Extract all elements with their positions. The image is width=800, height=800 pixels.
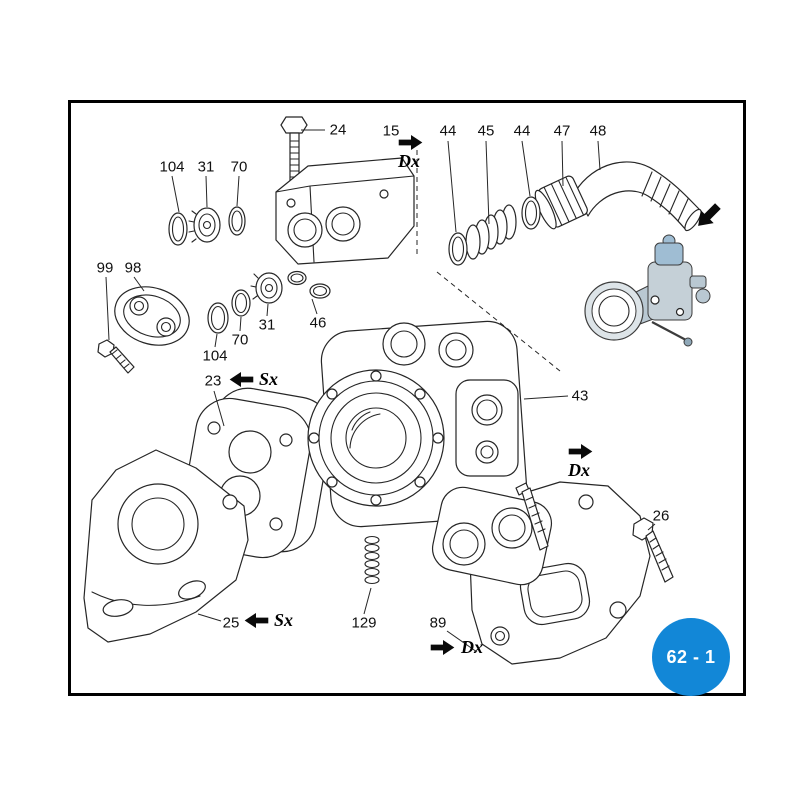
direction-marker-23-sx: Sx [228, 369, 278, 390]
direction-marker-mid-dx: Dx [568, 443, 594, 481]
seal-set-mid [207, 270, 331, 334]
spring-129-part [364, 535, 380, 585]
sx-arrow-icon [229, 371, 254, 388]
part-label-99: 99 [96, 259, 114, 277]
dx-arrow-icon [568, 443, 593, 460]
screw-99-part [97, 339, 135, 374]
direction-label-sx: Sx [259, 369, 279, 389]
part-label-26: 26 [652, 507, 670, 525]
manifold-block-part [275, 157, 415, 265]
part-label-89: 89 [429, 614, 447, 632]
part-label-43: 43 [571, 387, 589, 405]
part-label-98: 98 [124, 259, 142, 277]
part-label-70a: 70 [230, 158, 248, 176]
sx-arrow-icon [244, 612, 269, 629]
dashed-reference-lines [416, 150, 561, 372]
part-label-46: 46 [309, 314, 327, 332]
part-label-31b: 31 [258, 316, 276, 334]
direction-label-dx: Dx [461, 637, 483, 657]
page-number: 62 - 1 [666, 646, 716, 667]
flange-98-part [114, 286, 190, 346]
part-label-15: 15 [382, 122, 400, 140]
direction-marker-25-sx: Sx [243, 610, 293, 631]
part-label-45: 45 [477, 122, 495, 140]
part-label-47: 47 [553, 122, 571, 140]
part-label-44a: 44 [439, 122, 457, 140]
dx-arrow-icon [430, 639, 455, 656]
pump-body-part [307, 320, 528, 528]
part-label-104b: 104 [202, 347, 228, 365]
valve-seal-group-top [168, 206, 246, 246]
hose-assembly-part [448, 161, 702, 266]
left-bracket-part [83, 449, 249, 643]
direction-label-sx: Sx [274, 610, 294, 630]
part-label-48: 48 [589, 122, 607, 140]
direction-marker-89-dx: Dx [430, 637, 483, 658]
insert-direction-arrow-icon [698, 203, 721, 226]
dx-arrow-icon [398, 134, 423, 151]
leader-lines [105, 129, 656, 653]
part-label-23: 23 [204, 372, 222, 390]
carburetor-assembly-part [584, 234, 711, 347]
part-label-70b: 70 [231, 331, 249, 349]
valve-sleeve-part [431, 482, 553, 586]
part-label-31a: 31 [197, 158, 215, 176]
part-label-44b: 44 [513, 122, 531, 140]
part-label-129: 129 [351, 614, 377, 632]
page-number-badge: 62 - 1 [652, 618, 730, 696]
direction-marker-top-dx: Dx [398, 134, 424, 172]
direction-label-dx: Dx [398, 151, 420, 171]
part-label-104a: 104 [159, 158, 185, 176]
bolt-26-part [632, 517, 674, 583]
part-label-25: 25 [222, 614, 240, 632]
direction-label-dx: Dx [568, 460, 590, 480]
part-label-24: 24 [329, 121, 347, 139]
